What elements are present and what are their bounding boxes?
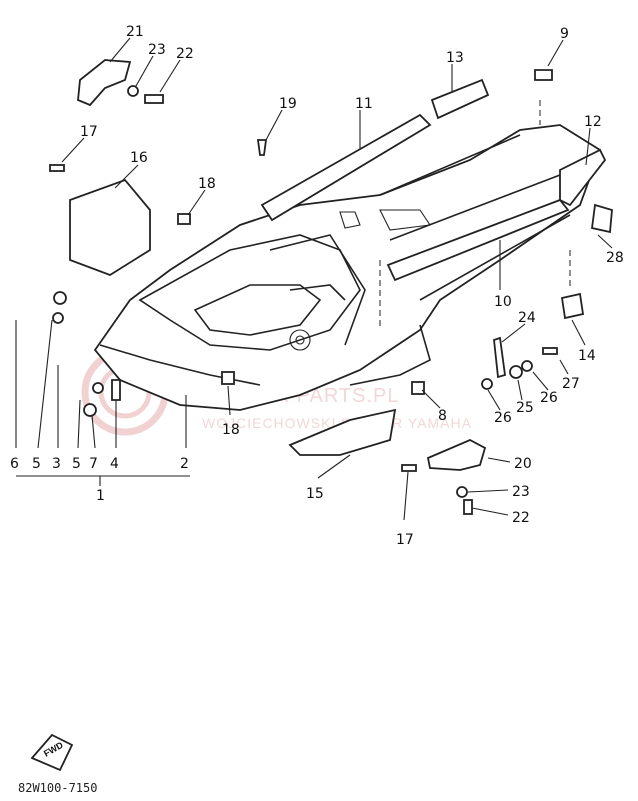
leader-lines (15, 37, 613, 521)
callout-26-left: 26 (494, 410, 512, 426)
callout-17-bottom: 17 (396, 532, 414, 548)
callout-15: 15 (306, 486, 324, 502)
fwd-arrow-badge: FWD (30, 733, 74, 772)
part-16-cover (69, 178, 151, 276)
main-frame (93, 124, 602, 411)
callout-21: 21 (126, 24, 144, 40)
callout-23-bottom: 23 (512, 484, 530, 500)
callout-18-top: 18 (198, 176, 216, 192)
callout-17-top: 17 (80, 124, 98, 140)
part-11-strip (260, 113, 432, 222)
callout-8: 8 (438, 408, 447, 424)
callout-5-right: 5 (72, 456, 81, 472)
callout-13: 13 (446, 50, 464, 66)
callout-28: 28 (606, 250, 624, 266)
callout-26-right: 26 (540, 390, 558, 406)
callout-5-left: 5 (32, 456, 41, 472)
callout-11: 11 (355, 96, 373, 112)
part-9-cap (534, 69, 553, 81)
part-21-bracket (77, 59, 132, 107)
part-15-guard (288, 408, 397, 456)
callout-23-top: 23 (148, 42, 166, 58)
callout-7: 7 (89, 456, 98, 472)
hardware-pieces (49, 85, 558, 515)
callout-12: 12 (584, 114, 602, 130)
callout-18-bottom: 18 (222, 422, 240, 438)
callout-2: 2 (180, 456, 189, 472)
callout-14: 14 (578, 348, 596, 364)
callout-1: 1 (96, 488, 105, 504)
callout-22-top: 22 (176, 46, 194, 62)
callout-10: 10 (494, 294, 512, 310)
part-13-strip (430, 78, 490, 120)
watermark-subtext: WOJCIECHOWSKI DEALER YAMAHA (202, 415, 472, 431)
callout-27: 27 (562, 376, 580, 392)
callout-16: 16 (130, 150, 148, 166)
callout-24: 24 (518, 310, 536, 326)
part-12-tail (559, 148, 607, 207)
part-20-bracket (426, 439, 487, 471)
callout-9: 9 (560, 26, 569, 42)
part-14-plate (560, 292, 585, 320)
diagram-code: 82W100-7150 (18, 781, 97, 795)
callout-3: 3 (52, 456, 61, 472)
part-10-strip (386, 198, 570, 282)
callout-20: 20 (514, 456, 532, 472)
callout-6: 6 (10, 456, 19, 472)
callout-19: 19 (279, 96, 297, 112)
callout-22-bottom: 22 (512, 510, 530, 526)
part-24-lever (493, 336, 506, 379)
part-28-reflector (591, 203, 613, 234)
callout-4: 4 (110, 456, 119, 472)
callout-25: 25 (516, 400, 534, 416)
